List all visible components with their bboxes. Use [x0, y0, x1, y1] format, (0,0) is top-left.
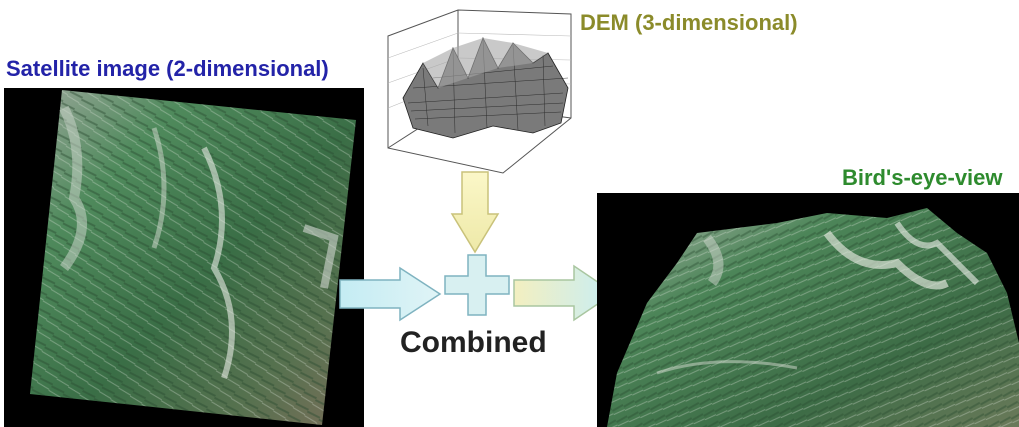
dem-wireframe	[383, 8, 573, 176]
right-arrow-icon	[339, 266, 442, 322]
right-arrow-output-icon	[513, 264, 616, 322]
down-arrow-icon	[450, 171, 500, 254]
birds-eye-view-image	[607, 208, 1019, 427]
combined-label: Combined	[400, 326, 547, 359]
birds-eye-view-label: Bird's-eye-view	[842, 165, 1003, 190]
satellite-image-label: Satellite image (2-dimensional)	[6, 56, 329, 81]
satellite-image-panel	[4, 88, 364, 427]
satellite-image	[30, 90, 356, 425]
plus-icon	[444, 254, 510, 316]
birds-eye-view-panel	[597, 193, 1019, 427]
dem-label: DEM (3-dimensional)	[580, 10, 798, 35]
